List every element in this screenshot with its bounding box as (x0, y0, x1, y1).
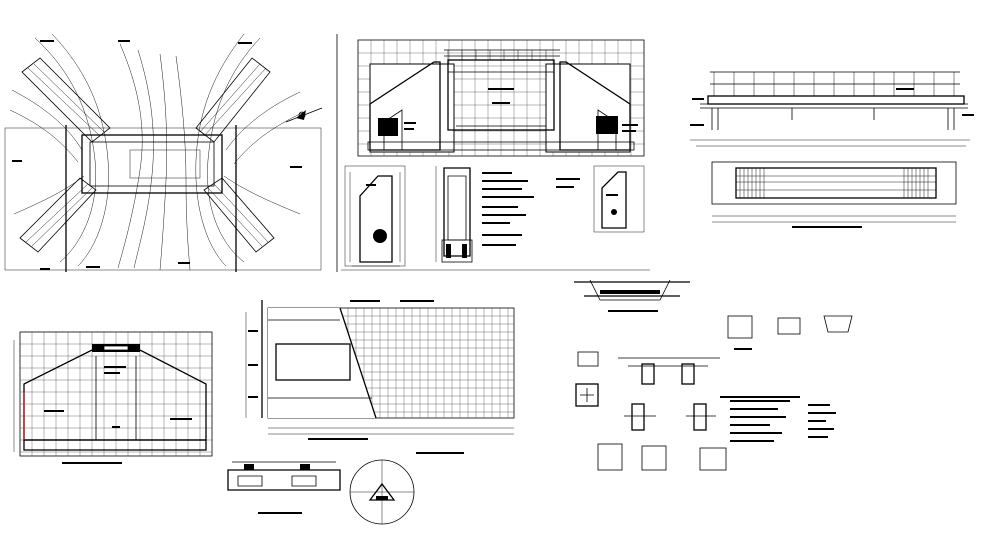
pier-section-detail (435, 166, 580, 263)
footing-section-detail (227, 461, 341, 514)
plan-strip-view (711, 161, 957, 228)
site-plan-view (4, 33, 323, 272)
north-arrow-icon (285, 107, 323, 123)
wing-wall-elevation-view (13, 331, 213, 464)
longitudinal-elevation-view (690, 71, 974, 147)
connection-details-view (574, 279, 853, 471)
bearing-circle-detail (349, 452, 464, 525)
upstream-elevation-view (357, 39, 645, 157)
reinforcement-plan-view (245, 300, 515, 440)
abutment-section-detail (344, 165, 406, 267)
wing-section-detail (593, 165, 645, 233)
